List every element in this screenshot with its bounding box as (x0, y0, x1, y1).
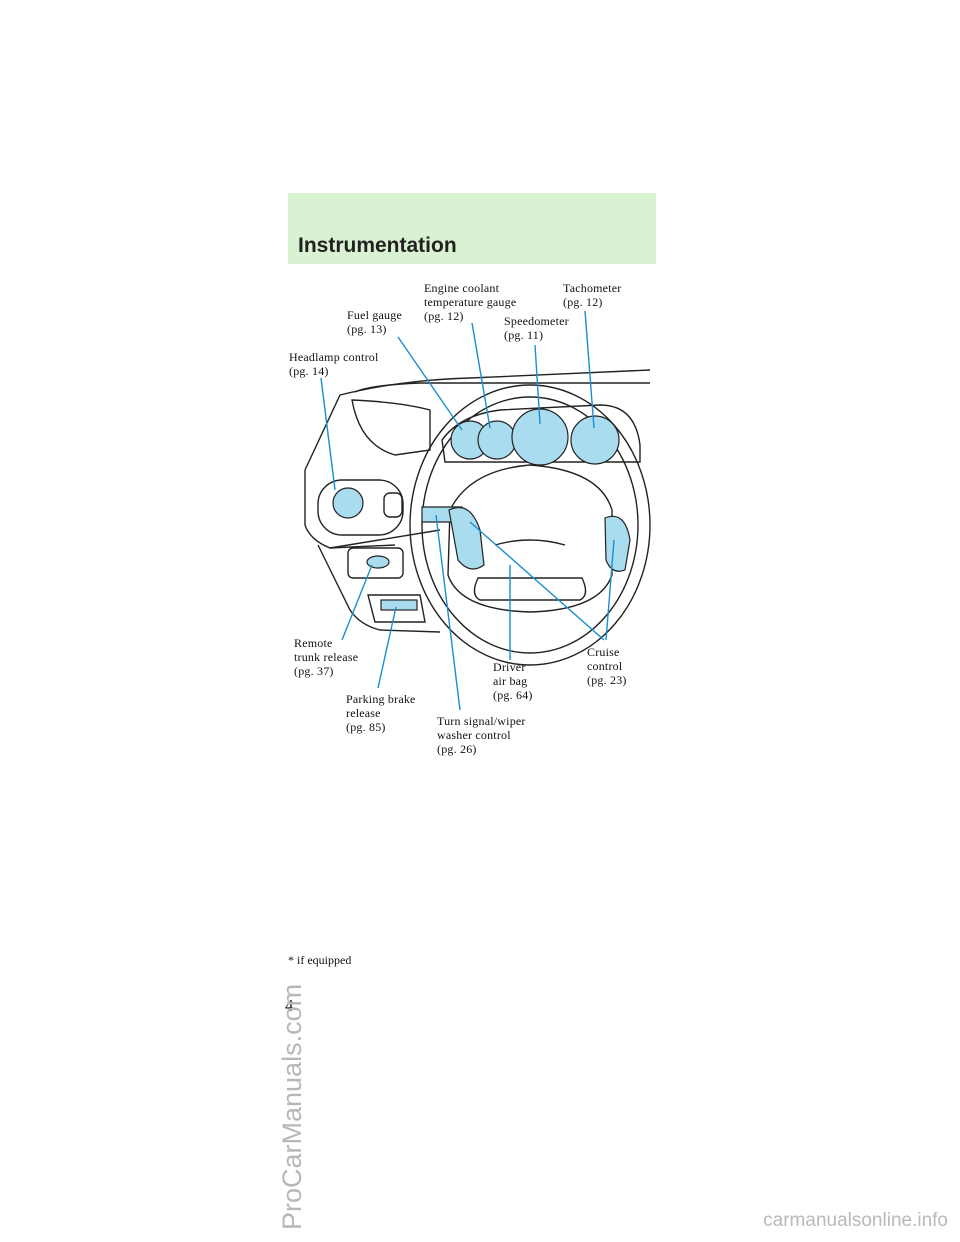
coolant-gauge-dial (477, 420, 517, 460)
airbag-callout: Driver air bag (pg. 64) (493, 660, 533, 702)
steering-wheel-rim (409, 384, 651, 666)
speedometer-callout: Speedometer (pg. 11) (504, 314, 569, 342)
bottom-watermark: carmanualsonline.info (763, 1210, 948, 1231)
trunk-release-callout: Remote trunk release (pg. 37) (294, 636, 359, 678)
headlamp-knob (332, 487, 364, 519)
turn-signal-callout: Turn signal/wiper washer control (pg. 26… (437, 714, 526, 756)
cruise-callout: Cruise control (pg. 23) (587, 645, 627, 687)
tachometer-callout: Tachometer (pg. 12) (563, 281, 622, 309)
cruise-pad-left (448, 506, 485, 570)
coolant-callout: Engine coolant temperature gauge (pg. 12… (424, 281, 517, 323)
side-watermark: ProCarManuals.com (277, 983, 307, 1230)
parking-brake-handle (380, 599, 418, 611)
footnote: * if equipped (288, 953, 352, 967)
page-number: 4 (285, 996, 294, 1015)
headlamp-callout: Headlamp control (pg. 14) (289, 350, 379, 378)
fuel-gauge-callout: Fuel gauge (pg. 13) (347, 308, 402, 336)
speedometer-dial (511, 408, 569, 466)
cruise-pad-right (604, 515, 631, 572)
trunk-release-button (366, 555, 390, 569)
parking-brake-callout: Parking brake release (pg. 85) (346, 692, 416, 734)
section-title: Instrumentation (298, 234, 457, 257)
section-header: Instrumentation (288, 193, 656, 264)
tachometer-dial (570, 415, 620, 465)
